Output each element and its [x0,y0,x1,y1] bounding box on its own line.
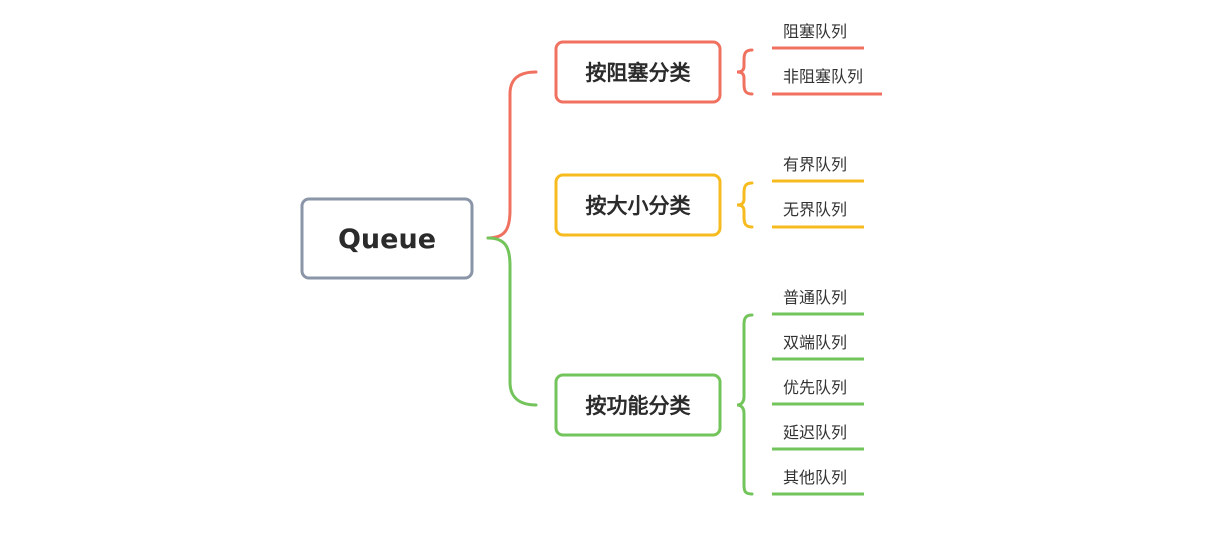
leaf-label: 普通队列 [783,288,847,307]
branch-node-box [554,373,722,437]
leaf-bracket [736,181,754,229]
branch-node-label: 按阻塞分类 [586,61,692,85]
leaf-bracket [736,313,754,496]
leaf-item[interactable]: 阻塞队列 [772,22,864,50]
connector-root-to-branch-1 [486,70,538,240]
leaf-item[interactable]: 有界队列 [772,155,864,183]
leaf-label: 双端队列 [783,333,847,352]
root-node-label: Queue [338,224,436,255]
leaf-item[interactable]: 优先队列 [772,378,864,406]
leaf-label: 阻塞队列 [783,22,847,41]
leaf-bracket [736,48,754,96]
root-node[interactable]: Queue [300,197,474,280]
leaf-label: 无界队列 [783,200,847,219]
branch-node-function[interactable]: 按功能分类 [554,373,722,437]
leaf-item[interactable]: 双端队列 [772,333,864,361]
branch-node-box [554,40,722,104]
leaf-item[interactable]: 无界队列 [772,200,864,229]
root-node-box [300,197,474,280]
branch-node-blocking[interactable]: 按阻塞分类 [554,40,722,104]
connector-root-to-branch-3 [486,236,538,407]
leaf-label: 延迟队列 [783,423,847,442]
leaf-item[interactable]: 其他队列 [772,468,864,496]
branch-node-size[interactable]: 按大小分类 [554,173,722,237]
leaf-item[interactable]: 延迟队列 [772,423,864,451]
branch-node-label: 按功能分类 [586,394,692,418]
leaf-label: 非阻塞队列 [783,67,863,86]
leaf-item[interactable]: 非阻塞队列 [772,67,882,96]
leaf-label: 优先队列 [783,378,847,397]
leaf-label: 其他队列 [783,468,847,487]
leaf-label: 有界队列 [783,155,847,174]
branch-node-box [554,173,722,237]
branch-node-label: 按大小分类 [586,194,692,218]
leaf-item[interactable]: 普通队列 [772,288,864,316]
